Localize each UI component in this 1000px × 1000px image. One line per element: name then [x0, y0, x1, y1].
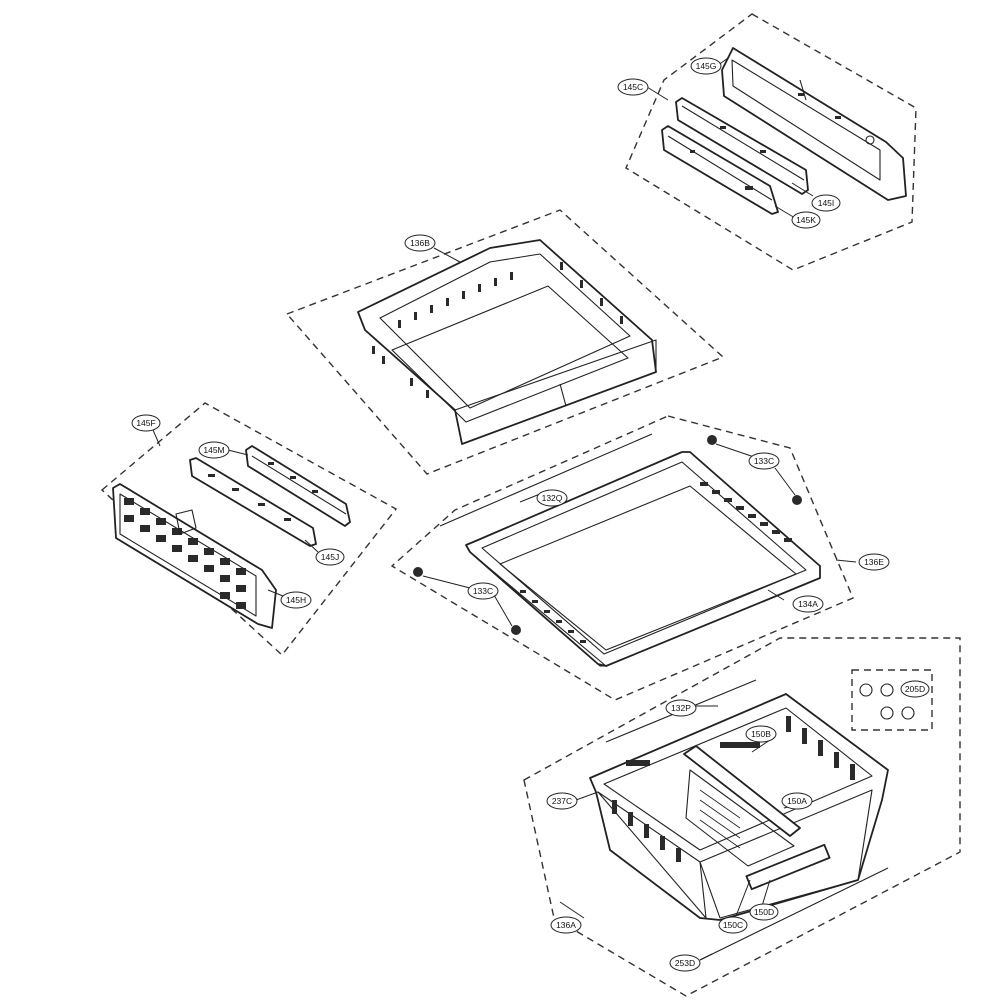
callout-150c: 150C	[718, 916, 748, 934]
group-outline-145c	[625, 13, 917, 271]
callout-145j-label: 145J	[321, 552, 339, 562]
callout-205d-label: 205D	[905, 684, 925, 694]
part-145i-slide-rail	[675, 97, 809, 195]
callout-136b-label: 136B	[410, 238, 430, 248]
part-253d-rod	[699, 867, 889, 961]
callout-145m-label: 145M	[203, 445, 224, 455]
callout-150c-label: 150C	[723, 920, 743, 930]
callout-132q: 132Q	[536, 489, 568, 507]
callout-145k: 145K	[791, 211, 821, 229]
callout-136e-label: 136E	[864, 557, 884, 567]
callout-150d-label: 150D	[754, 907, 774, 917]
callout-132p-label: 132P	[671, 703, 691, 713]
callout-150b: 150B	[745, 725, 777, 743]
part-237c-bin	[589, 693, 889, 921]
callout-145c-label: 145C	[623, 82, 643, 92]
callout-237c: 237C	[546, 792, 578, 810]
callout-150a: 150A	[781, 792, 813, 810]
rail-assembly-group-145c	[625, 13, 917, 271]
callout-150a-label: 150A	[787, 796, 807, 806]
drawer-group-136b	[285, 209, 725, 475]
part-145k-slide-rail	[661, 125, 779, 215]
callout-136a-label: 136A	[556, 920, 576, 930]
part-133c-cap-top-a	[707, 435, 717, 445]
part-145m-rail	[245, 445, 351, 527]
callout-134a-label: 134A	[798, 599, 818, 609]
callout-133c-top: 133C	[748, 452, 780, 470]
bin-group-136a	[523, 637, 961, 997]
callout-134a: 134A	[792, 595, 824, 613]
callout-145f: 145F	[131, 414, 161, 432]
callout-237c-label: 237C	[552, 796, 572, 806]
shelf-group-136e	[390, 415, 857, 701]
part-145g-frame-rail	[721, 47, 907, 201]
callout-145j: 145J	[315, 548, 345, 566]
part-205d-fastener-set	[851, 669, 933, 731]
part-150a-divider	[683, 745, 801, 867]
part-134a-shelf	[465, 451, 821, 667]
callout-145g: 145G	[690, 57, 722, 75]
callout-145k-label: 145K	[796, 215, 816, 225]
callout-133c-bottom-label: 133C	[473, 586, 493, 596]
callout-145g-label: 145G	[696, 61, 717, 71]
callout-133c-bottom: 133C	[467, 582, 499, 600]
group-outline-136e	[390, 415, 854, 701]
callout-136e: 136E	[858, 553, 890, 571]
callout-136b: 136B	[404, 234, 436, 252]
callout-205d: 205D	[900, 680, 930, 698]
callout-253d-label: 253D	[675, 958, 695, 968]
callout-145f-label: 145F	[136, 418, 155, 428]
callout-253d: 253D	[669, 954, 701, 972]
callout-136a: 136A	[550, 916, 582, 934]
callout-145h: 145H	[280, 591, 312, 609]
callout-150d: 150D	[749, 903, 779, 921]
callout-145h-label: 145H	[286, 595, 306, 605]
group-outline-145f	[100, 402, 398, 657]
callout-132p: 132P	[665, 699, 697, 717]
callout-145i-label: 145I	[818, 198, 835, 208]
callout-132q-label: 132Q	[542, 493, 563, 503]
part-133c-cap-bottom-b	[511, 625, 521, 635]
part-133c-cap-bottom-a	[413, 567, 423, 577]
group-outline-136a	[523, 637, 961, 997]
callout-145m: 145M	[198, 441, 230, 459]
callout-150b-label: 150B	[751, 729, 771, 739]
part-133c-cap-top-b	[792, 495, 802, 505]
part-145j-rail	[189, 457, 317, 547]
rail-assembly-group-145f	[100, 402, 398, 657]
callout-145c: 145C	[617, 78, 649, 96]
part-132q-rod	[439, 433, 653, 527]
part-136b-drawer	[357, 239, 657, 445]
group-outline-136b	[285, 209, 725, 475]
part-145h-grille-frame	[112, 483, 277, 629]
callout-133c-top-label: 133C	[754, 456, 774, 466]
callout-145i: 145I	[811, 194, 841, 212]
